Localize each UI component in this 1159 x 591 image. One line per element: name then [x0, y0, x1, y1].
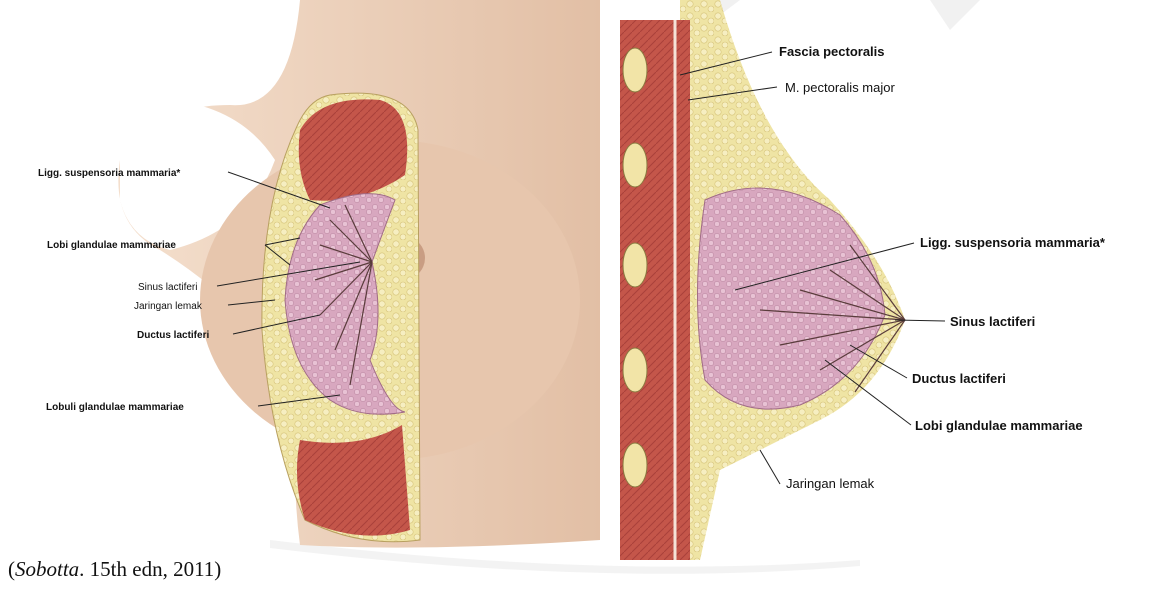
label-ligg-suspensoria-right: Ligg. suspensoria mammaria*: [920, 235, 1106, 250]
label-lobi-glandulae-right: Lobi glandulae mammariae: [915, 418, 1083, 433]
label-lobuli-glandulae-left: Lobuli glandulae mammariae: [46, 402, 184, 413]
label-m-pectoralis-major: M. pectoralis major: [785, 80, 895, 95]
caption-edition: . 15th edn, 2011): [79, 557, 221, 581]
caption-source: Sobotta: [15, 557, 79, 581]
label-ductus-lactiferi-left: Ductus lactiferi: [137, 330, 209, 341]
label-jaringan-lemak-right: Jaringan lemak: [786, 476, 875, 491]
label-sinus-lactiferi-left: Sinus lactiferi: [138, 282, 197, 293]
figure-caption: (Sobotta. 15th edn, 2011): [8, 557, 221, 582]
label-ductus-lactiferi-right: Ductus lactiferi: [912, 371, 1006, 386]
label-jaringan-lemak-left: Jaringan lemak: [134, 301, 203, 312]
label-fascia-pectoralis: Fascia pectoralis: [779, 44, 885, 59]
left-breast-illustration: [118, 0, 600, 548]
label-sinus-lactiferi-right: Sinus lactiferi: [950, 314, 1035, 329]
label-lobi-glandulae-left: Lobi glandulae mammariae: [47, 240, 176, 251]
label-ligg-suspensoria-left: Ligg. suspensoria mammaria*: [38, 168, 180, 179]
